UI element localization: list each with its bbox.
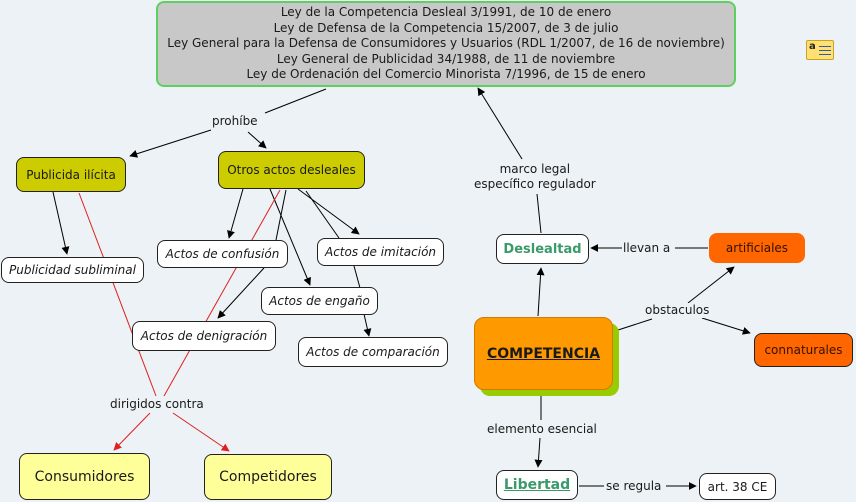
law-line: Ley General de Publicidad 34/1988, de 11… [276,51,616,66]
concept-publicidad-ilicita[interactable]: Publicida ilícita [16,157,126,192]
link-otros-dirigidos [163,189,281,397]
concept-artificiales[interactable]: artificiales [709,233,805,263]
concept-publicidad-subliminal[interactable]: Publicidad subliminal [1,257,144,283]
marco-legal-line-1: marco legal [499,162,571,176]
concept-actos-engano[interactable]: Actos de engaño [261,287,378,315]
link-deslealtad-marco [536,193,542,234]
link-publicidad-subliminal [52,191,70,255]
link-otros-confusion [227,188,244,239]
concept-actos-denigracion[interactable]: Actos de denigración [132,321,276,351]
link-competencia-deslealtad [536,267,545,317]
link-otros-imitacion [297,188,360,235]
link-prohibe-publicidad [129,129,212,158]
link-obstaculos-connaturales [701,317,751,335]
link-laws-prohibe [264,88,327,114]
concept-actos-comparacion[interactable]: Actos de comparación [298,337,448,367]
link-competencia-obstaculos [614,318,653,332]
marco-legal-line-2: específico regulador [474,177,596,191]
linking-phrase-se-regula[interactable]: se regula [606,479,662,494]
linking-phrase-llevan-a[interactable]: llevan a [623,241,671,256]
concept-competencia[interactable]: COMPETENCIA [474,317,613,390]
linking-phrase-dirigidos-contra[interactable]: dirigidos contra [110,397,204,412]
link-otros-engano [269,188,311,286]
concept-actos-confusion[interactable]: Actos de confusión [157,240,288,268]
link-otros-comparacion-a [305,190,340,239]
law-line: Ley de Defensa de la Competencia 15/2007… [273,20,619,35]
link-elemento-libertad [534,437,543,468]
link-otros-comparacion-c [363,313,372,337]
concept-art-38-ce[interactable]: art. 38 CE [699,473,776,500]
link-publicidad-dirigidos [78,192,157,397]
concept-actos-imitacion[interactable]: Actos de imitación [317,238,444,266]
concept-competidores[interactable]: Competidores [204,454,332,500]
link-dirigidos-consumidores [113,412,151,451]
link-otros-denigracion-b [217,267,265,319]
link-prohibe-otros [247,131,267,149]
link-marco-laws [477,87,523,160]
link-obstaculos-artificiales [687,266,735,304]
law-line: Ley de Ordenación del Comercio Minorista… [246,67,646,82]
linking-phrase-obstaculos[interactable]: obstaculos [645,303,710,318]
concept-otros-actos-desleales[interactable]: Otros actos desleales [218,151,365,189]
concept-connaturales[interactable]: connaturales [754,333,853,367]
linking-phrase-elemento-esencial[interactable]: elemento esencial [487,422,597,437]
linking-phrase-prohibe[interactable]: prohíbe [212,114,258,129]
law-line: Ley de la Competencia Desleal 3/1991, de… [280,5,612,20]
concept-consumidores[interactable]: Consumidores [19,453,150,500]
law-line: Ley General para la Defensa de Consumido… [167,36,725,51]
linking-phrase-marco-legal[interactable]: marco legal específico regulador [474,162,596,192]
link-dirigidos-competidores [172,412,230,452]
concept-libertad[interactable]: Libertad [496,470,578,500]
concept-deslealtad[interactable]: Deslealtad [496,234,589,264]
text-document-icon[interactable]: a [806,40,834,60]
laws-concept[interactable]: Ley de la Competencia Desleal 3/1991, de… [156,1,736,87]
link-otros-comparacion-b [353,265,361,289]
